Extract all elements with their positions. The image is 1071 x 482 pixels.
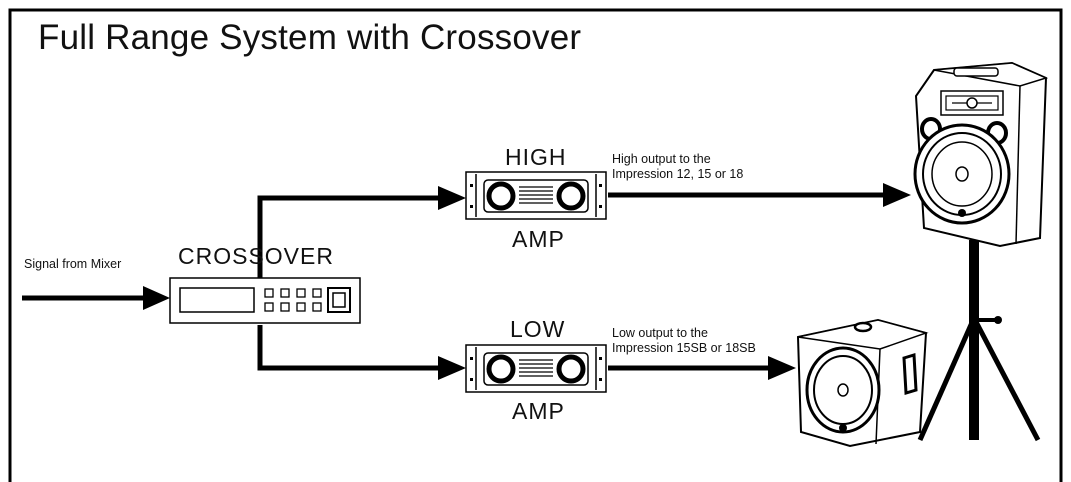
crossover-to-high-amp-arrow	[257, 186, 466, 278]
high-amp-label: AMP	[512, 226, 565, 252]
low-amplifier-icon	[465, 344, 607, 393]
high-output-label-line1: High output to the	[612, 152, 711, 166]
crossover-unit-icon	[169, 277, 361, 324]
page-title: Full Range System with Crossover	[38, 18, 582, 57]
high-output-label-line2: Impression 12, 15 or 18	[612, 167, 744, 181]
high-label: HIGH	[505, 144, 567, 170]
crossover-to-low-amp-arrow	[257, 325, 466, 380]
crossover-label: CROSSOVER	[178, 243, 334, 269]
low-output-label-line2: Impression 15SB or 18SB	[612, 341, 756, 355]
low-amp-label: AMP	[512, 398, 565, 424]
signal-input-arrow	[22, 286, 170, 310]
high-output-arrow	[608, 183, 911, 207]
low-output-label-line1: Low output to the	[612, 326, 708, 340]
high-amplifier-icon	[465, 171, 607, 220]
low-output-arrow	[608, 356, 796, 380]
signal-from-mixer-label: Signal from Mixer	[24, 257, 122, 271]
speaker-stand-icon	[917, 240, 1041, 442]
subwoofer-icon	[796, 318, 929, 448]
low-label: LOW	[510, 316, 566, 342]
full-range-speaker-icon	[913, 61, 1049, 248]
frame-border	[8, 8, 1063, 482]
